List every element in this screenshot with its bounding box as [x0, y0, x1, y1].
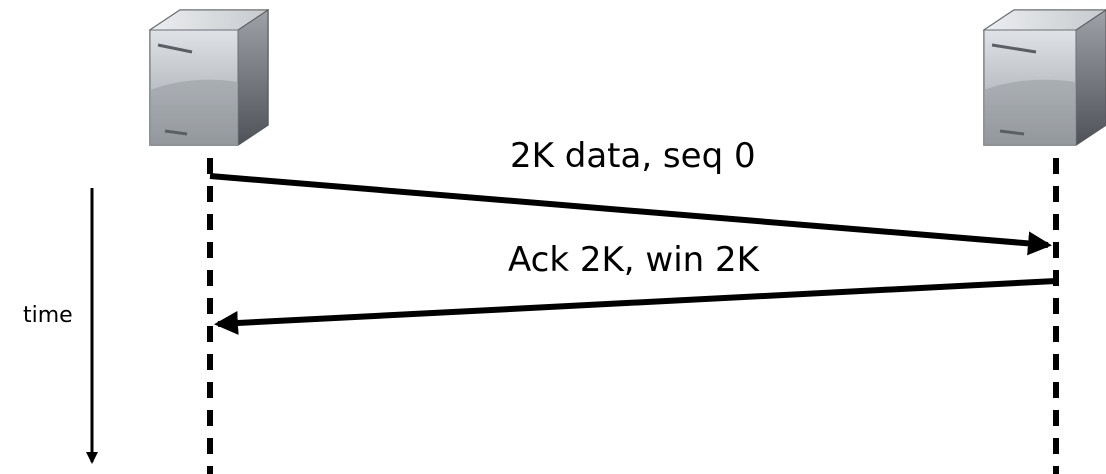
data-message-label: 2K data, seq 0 — [510, 136, 756, 176]
data-message-arrow — [209, 173, 1052, 256]
ack-message-arrow — [214, 278, 1057, 335]
time-axis-label: time — [23, 303, 73, 328]
right-server-icon — [982, 9, 1106, 146]
left-server-icon — [148, 9, 270, 146]
ack-message-label: Ack 2K, win 2K — [508, 240, 761, 280]
